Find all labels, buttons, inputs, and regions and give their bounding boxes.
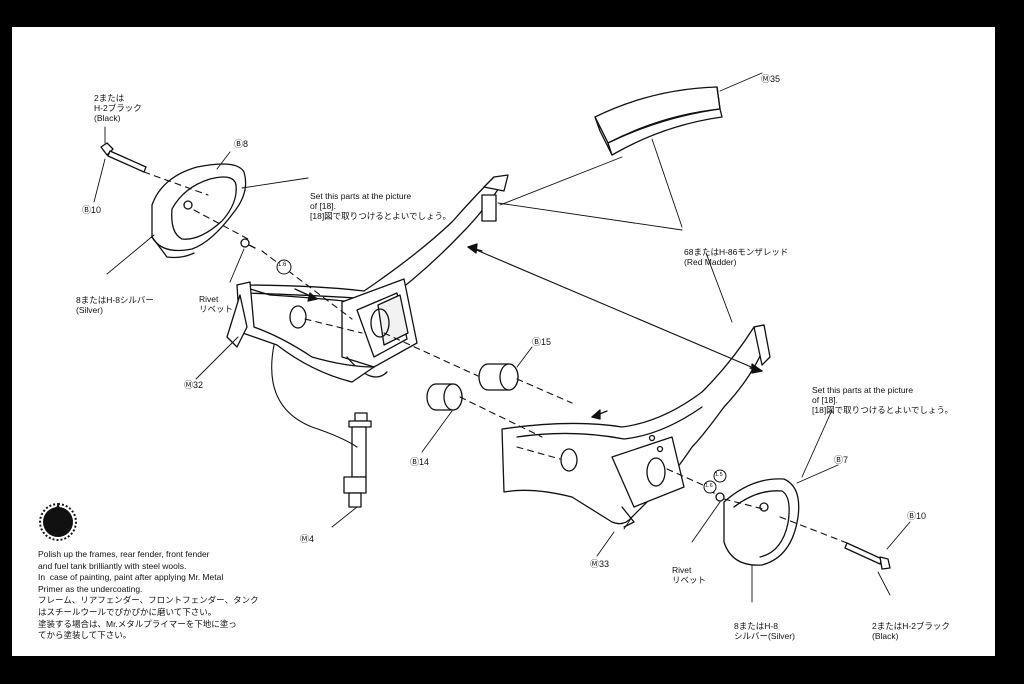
part-b10-left: Ⓑ10 (82, 205, 102, 215)
part-m4: Ⓜ4 (300, 534, 315, 544)
polish-note: Polish up the frames, rear fender, front… (38, 549, 259, 641)
spacer-b15 (478, 363, 519, 391)
assembly-drawing (43, 72, 911, 603)
bolt-right (844, 542, 891, 570)
part-m33: Ⓜ33 (590, 559, 610, 569)
label-red-madder: 68またはH-86モンザレッド(Red Madder) (684, 247, 789, 267)
part-b8: Ⓑ8 (234, 139, 249, 149)
rear-fender-m35 (594, 86, 723, 156)
part-b15: Ⓑ15 (532, 337, 552, 347)
fender-mount-line (473, 248, 757, 370)
leader-lines (93, 72, 911, 603)
part-b10-right: Ⓑ10 (907, 511, 927, 521)
step-circles (276, 259, 727, 494)
part-b7: Ⓑ7 (834, 455, 849, 465)
bolt-left (100, 142, 147, 173)
label-silver-left: 8またはH-8シルバー(Silver) (76, 295, 154, 315)
part-m35: Ⓜ35 (761, 74, 781, 84)
part-m32: Ⓜ32 (184, 380, 204, 390)
instruction-sheet: Ⓜ35 Ⓑ8 Ⓑ10 Ⓑ15 Ⓑ14 Ⓑ7 Ⓑ10 Ⓜ32 Ⓜ4 Ⓜ33 1.6… (12, 27, 995, 656)
step-label-right-a: 1.6 (705, 483, 713, 489)
label-black-right: 2またはH-2ブラック(Black) (872, 621, 950, 641)
tail-lamp-left (151, 163, 247, 259)
polish-emblem-teeth (39, 503, 77, 541)
frame-upper-left (226, 174, 509, 383)
tail-lamp-right (723, 478, 800, 566)
step-label-left: 1.6 (278, 262, 287, 268)
rivet-left (240, 238, 256, 249)
frame-lower-right (501, 324, 771, 528)
shock-absorber-m4 (343, 412, 372, 508)
spacer-b14 (426, 383, 463, 411)
arrows (294, 243, 763, 420)
grommet (289, 305, 307, 329)
step-label-right-b: 1.5 (715, 472, 723, 478)
part-b14: Ⓑ14 (410, 457, 430, 467)
assembly-guides (143, 171, 848, 544)
